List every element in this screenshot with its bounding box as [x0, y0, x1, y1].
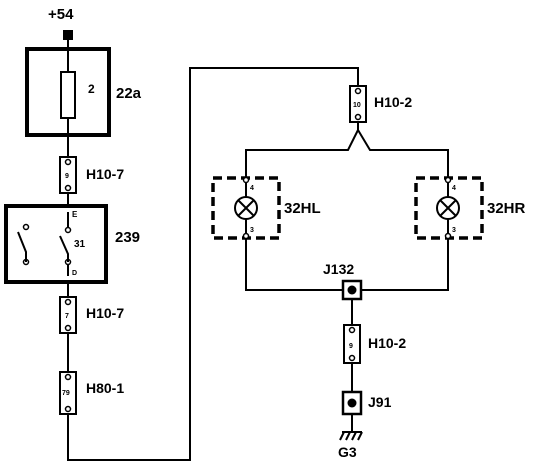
- fuse-number: 2: [88, 82, 95, 96]
- connector-label: H80-1: [86, 380, 124, 396]
- supply-terminal: +54: [48, 6, 74, 40]
- lamp-32hl: 4 3 32HL: [211, 176, 321, 240]
- lamp-id: 32HR: [487, 200, 526, 217]
- connector-h80-1: 79 H80-1: [59, 371, 124, 415]
- connector-label: H10-7: [86, 305, 124, 321]
- connector-pin: 9: [65, 173, 69, 180]
- connector-pin: 9: [349, 343, 353, 350]
- junction-label: J132: [323, 261, 354, 277]
- connector-h10-2-a: 10 H10-2: [349, 85, 412, 123]
- junction-label: J91: [368, 394, 392, 410]
- relay-pin-d: D: [72, 270, 77, 277]
- connector-label: H10-2: [368, 335, 406, 351]
- connector-label: H10-2: [374, 94, 412, 110]
- lamp-pin-bottom: 3: [452, 227, 456, 234]
- connector-h10-7-a: 9 H10-7: [59, 156, 124, 194]
- connector-pin: 7: [65, 313, 69, 320]
- lamp-32hr: 4 3 32HR: [414, 176, 526, 240]
- lamp-pin-bottom: 3: [250, 227, 254, 234]
- junction-j132: J132: [323, 261, 363, 301]
- relay-239: E 31 D 239: [4, 204, 140, 284]
- relay-pin-31: 31: [74, 239, 86, 250]
- ground-g3: G3: [338, 431, 363, 460]
- connector-pin: 79: [62, 390, 70, 397]
- fuse-22a: 2 22a: [25, 47, 142, 137]
- relay-pin-e: E: [72, 210, 78, 219]
- lamp-pin-top: 4: [250, 185, 254, 192]
- connector-label: H10-7: [86, 166, 124, 182]
- supply-label: +54: [48, 6, 74, 23]
- connector-h10-7-b: 7 H10-7: [59, 296, 124, 334]
- ground-label: G3: [338, 444, 357, 460]
- lamp-pin-top: 4: [452, 185, 456, 192]
- fuse-id: 22a: [116, 85, 142, 102]
- junction-j91: J91: [341, 390, 392, 416]
- relay-id: 239: [115, 229, 140, 246]
- ground-icon: [339, 431, 363, 441]
- connector-h10-2-b: 9 H10-2: [343, 324, 406, 364]
- lamp-id: 32HL: [284, 200, 321, 217]
- connector-pin: 10: [353, 102, 361, 109]
